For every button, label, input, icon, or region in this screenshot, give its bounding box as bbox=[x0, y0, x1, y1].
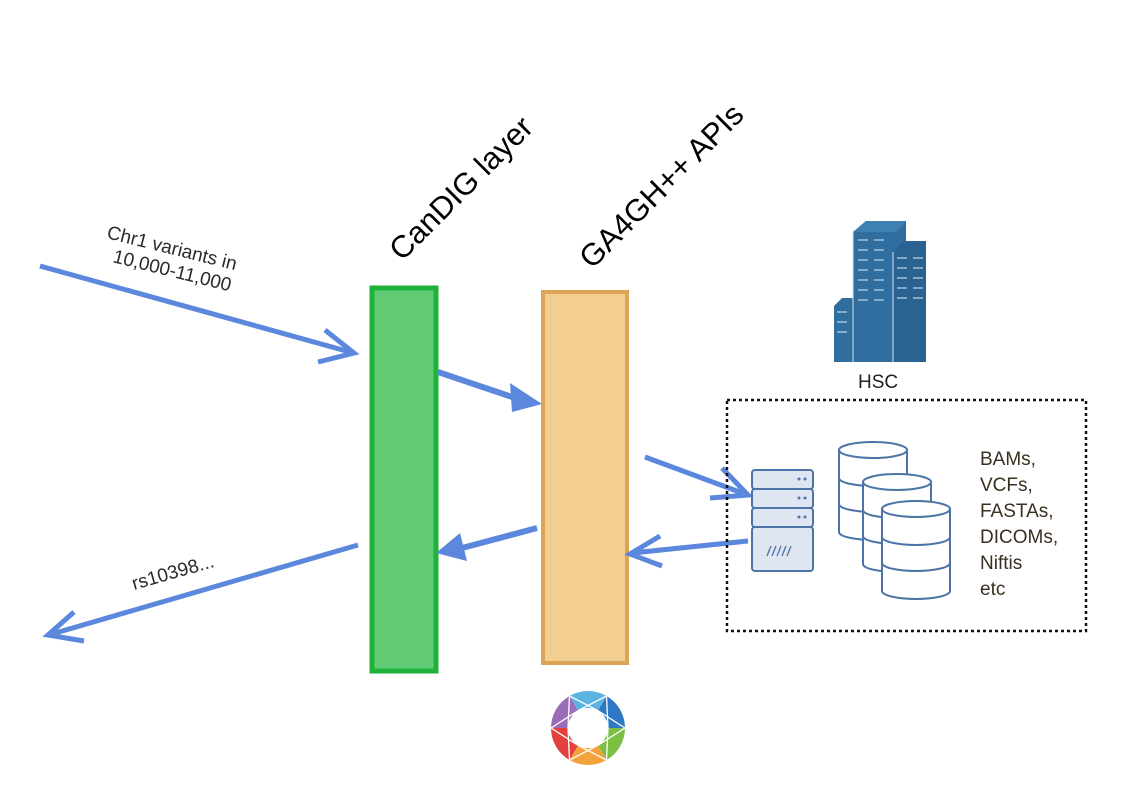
response-arrow bbox=[42, 542, 359, 644]
ga4gh-to-server-arrow bbox=[644, 454, 754, 501]
ga4gh-to-candig-arrow bbox=[436, 525, 538, 561]
ga4gh-api-bar[interactable] bbox=[541, 290, 629, 665]
candig-layer-label: CanDIG layer bbox=[382, 109, 540, 267]
file-type-item: BAMs, bbox=[980, 449, 1036, 470]
site-boundary bbox=[725, 398, 1088, 633]
file-type-item: FASTAs, bbox=[980, 501, 1054, 522]
database-icon bbox=[881, 500, 951, 600]
server-icon[interactable] bbox=[751, 469, 814, 572]
logo-segment bbox=[598, 695, 625, 728]
database-stack-icon bbox=[838, 441, 951, 600]
file-type-item: Niftis bbox=[980, 553, 1022, 574]
logo-segment bbox=[598, 728, 625, 761]
candig-to-ga4gh-arrow bbox=[437, 369, 542, 412]
file-type-item: VCFs, bbox=[980, 475, 1033, 496]
building-icon bbox=[834, 221, 926, 362]
request-arrow bbox=[39, 263, 360, 365]
logo-segment bbox=[551, 695, 578, 728]
ga4gh-apis-label: GA4GH++ APIs bbox=[572, 97, 750, 275]
file-types-list: BAMs, VCFs, FASTAs, DICOMs, Niftis etc bbox=[980, 449, 1058, 600]
server-to-ga4gh-arrow bbox=[624, 533, 749, 569]
logo-segment bbox=[551, 728, 578, 761]
file-type-item: DICOMs, bbox=[980, 527, 1058, 548]
logo-segment bbox=[569, 691, 607, 711]
site-label: HSC bbox=[858, 372, 898, 393]
candig-layer-bar[interactable] bbox=[369, 285, 439, 674]
file-type-item: etc bbox=[980, 579, 1005, 600]
ga4gh-logo-icon bbox=[550, 691, 626, 765]
logo-segment bbox=[569, 745, 607, 765]
